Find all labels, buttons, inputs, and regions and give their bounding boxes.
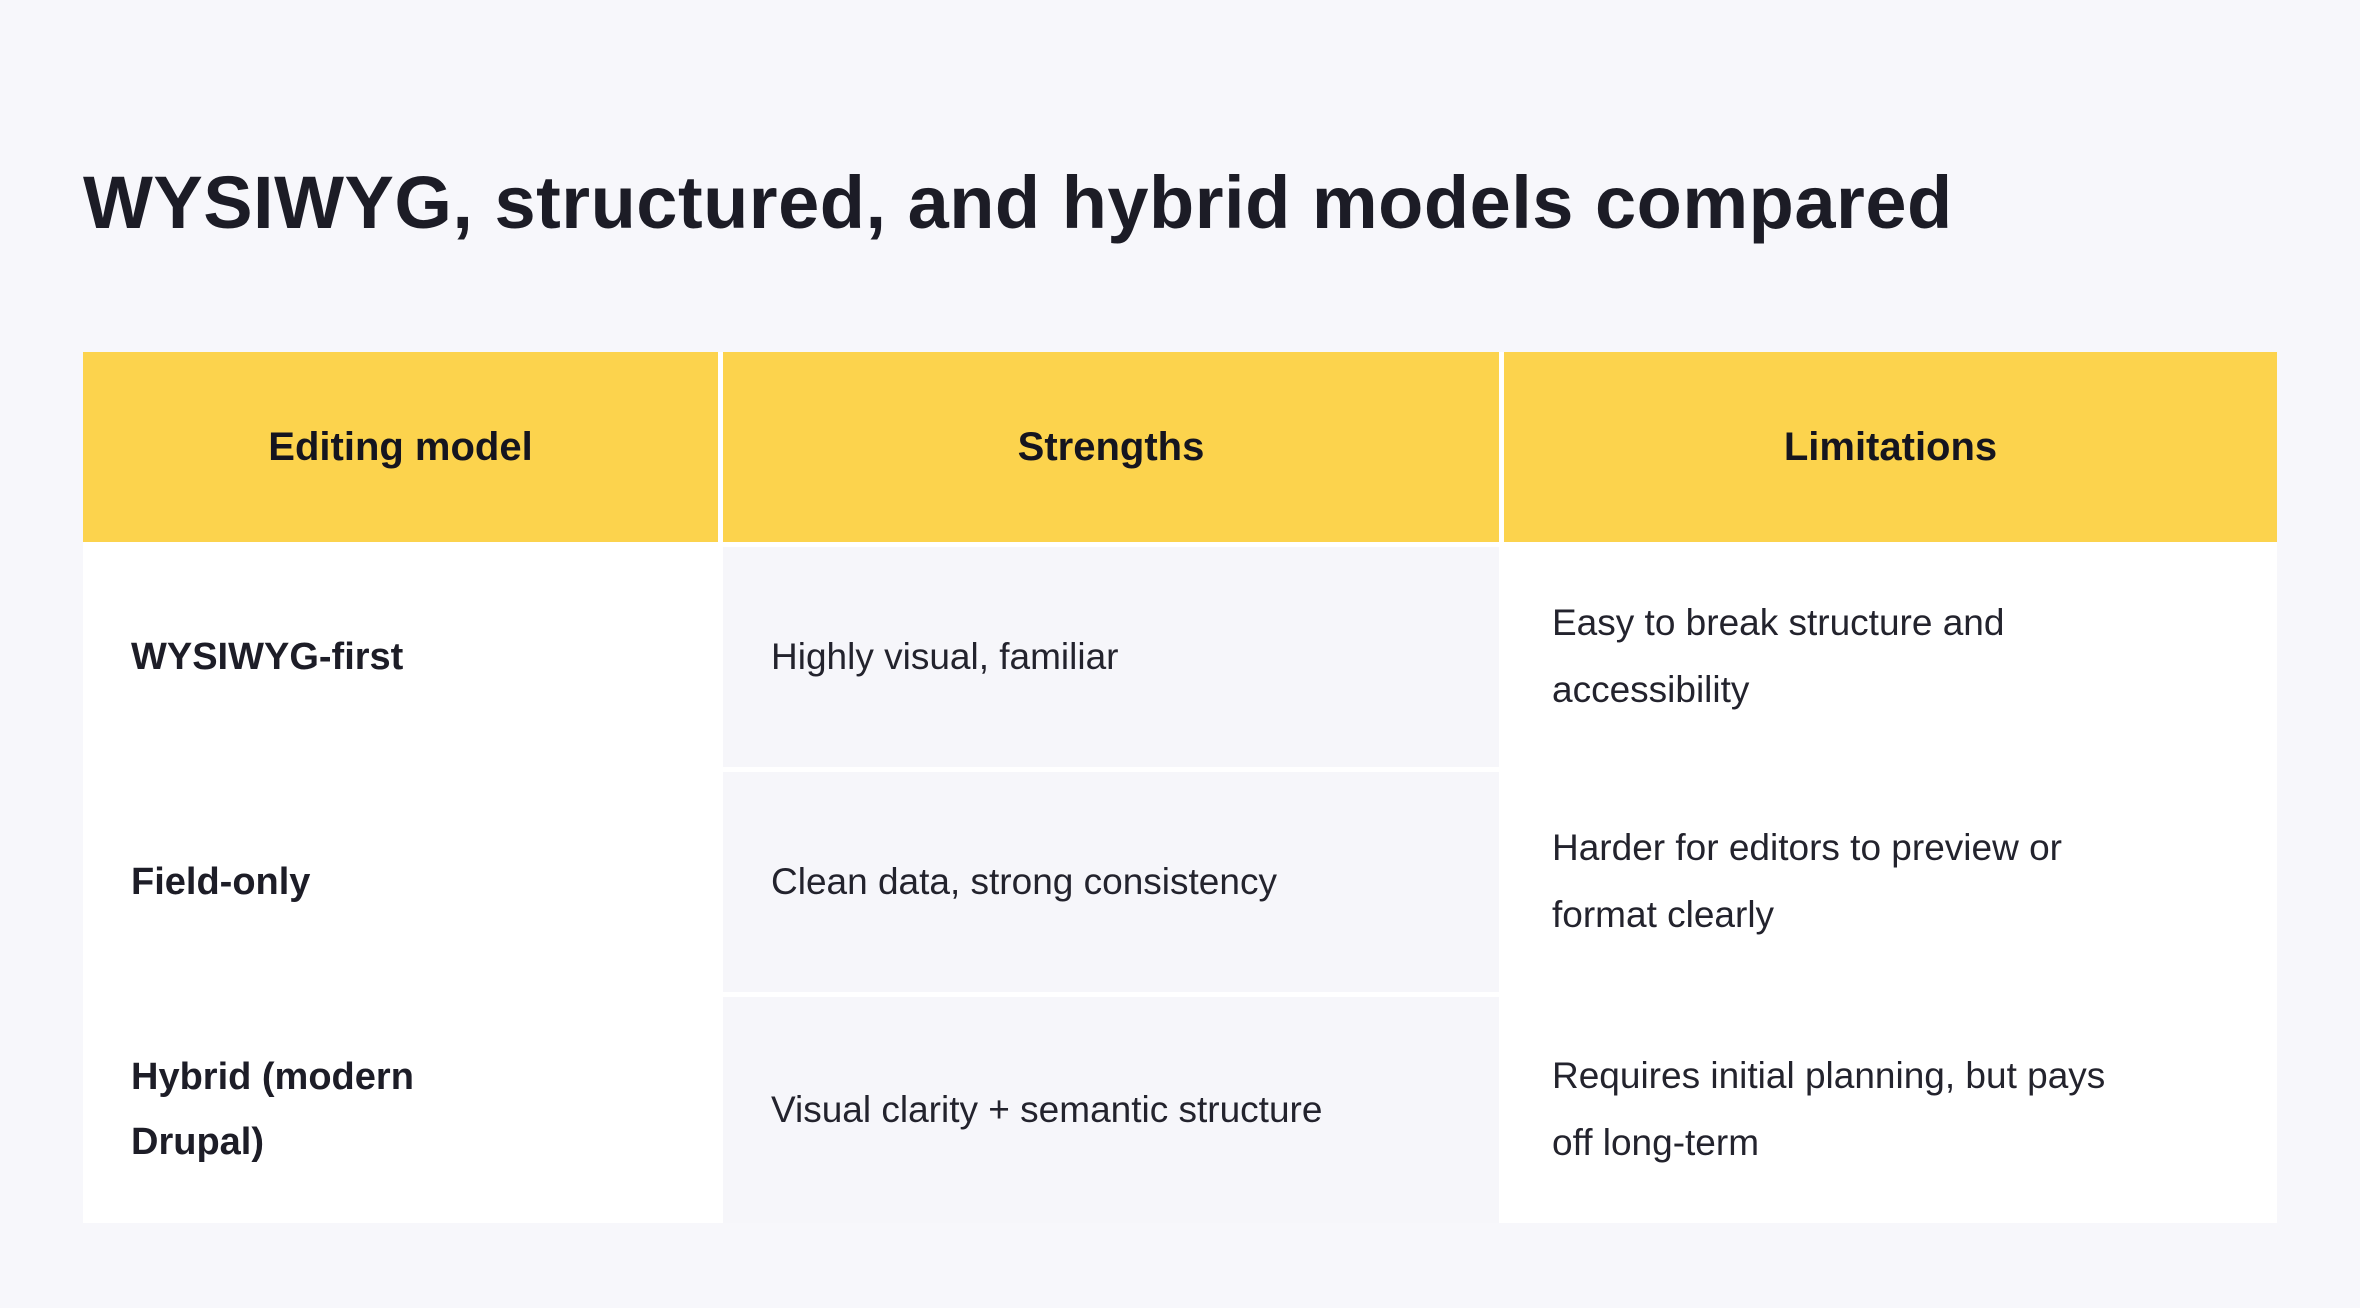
row-2-strengths-text: Clean data, strong consistency	[771, 860, 1277, 902]
comparison-table: Editing model Strengths Limitations WYSI…	[83, 352, 2277, 1223]
table-row-3-limitations-cell: Requires initial planning, but pays off …	[1504, 997, 2277, 1223]
row-1-strengths-text: Highly visual, familiar	[771, 635, 1119, 677]
header-cell-limitations: Limitations	[1504, 352, 2277, 542]
header-cell-strengths: Strengths	[723, 352, 1499, 542]
row-3-strengths-text: Visual clarity + semantic structure	[771, 1088, 1323, 1130]
table-row-3-model-cell: Hybrid (modern Drupal)	[83, 997, 718, 1223]
table-row-1-limitations-cell: Easy to break structure and accessibilit…	[1504, 547, 2277, 767]
table-row-2-model-cell: Field-only	[83, 772, 718, 992]
table-row-2-strengths-cell: Clean data, strong consistency	[723, 772, 1499, 992]
table-row-2-limitations-cell: Harder for editors to preview or format …	[1504, 772, 2277, 992]
row-2-limitations-text: Harder for editors to preview or format …	[1552, 827, 2062, 935]
row-1-limitations-text: Easy to break structure and accessibilit…	[1552, 602, 2005, 710]
row-3-model-text: Hybrid (modern Drupal)	[131, 1056, 414, 1163]
row-1-model-text: WYSIWYG-first	[131, 635, 404, 678]
table-row-1-model-cell: WYSIWYG-first	[83, 547, 718, 767]
table-row-3-strengths-cell: Visual clarity + semantic structure	[723, 997, 1499, 1223]
page-title: WYSIWYG, structured, and hybrid models c…	[83, 161, 1953, 244]
row-2-model-text: Field-only	[131, 860, 311, 903]
table-row-1-strengths-cell: Highly visual, familiar	[723, 547, 1499, 767]
header-cell-editing-model: Editing model	[83, 352, 718, 542]
row-3-limitations-text: Requires initial planning, but pays off …	[1552, 1055, 2106, 1163]
